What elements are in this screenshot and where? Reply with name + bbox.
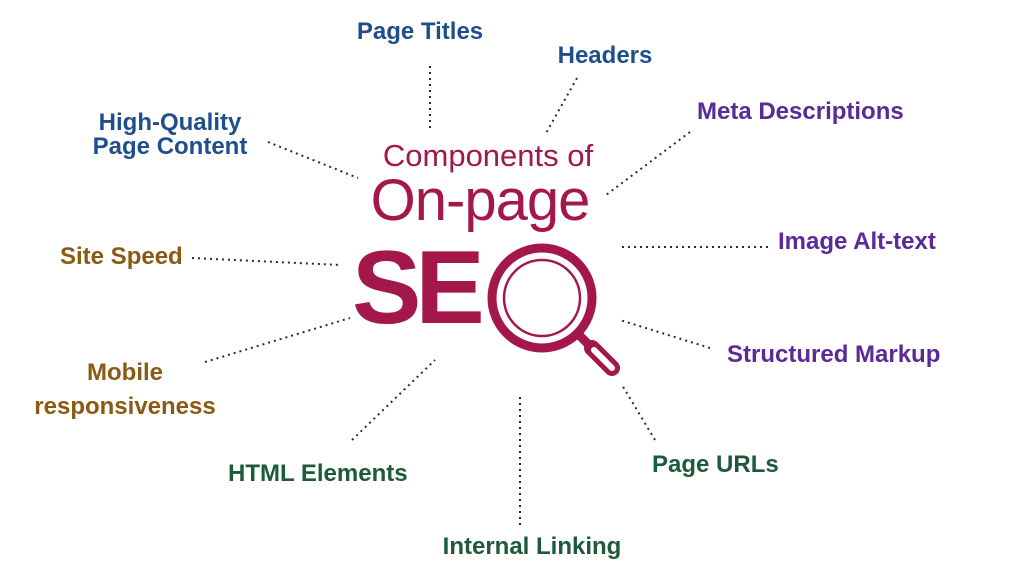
connector-structured-markup [619, 319, 711, 349]
magnifier-handle-highlight [591, 347, 615, 371]
node-headers: Headers [550, 44, 660, 68]
title-seo-letters: SE [352, 230, 485, 346]
node-page-urls: Page URLs [652, 453, 779, 477]
connector-high-quality-content [267, 141, 359, 179]
title-components-of: Components of [382, 138, 594, 173]
node-site-speed: Site Speed [60, 245, 183, 269]
connector-html-elements [351, 359, 436, 441]
magnifier-outer-ring [487, 243, 597, 353]
node-structured-markup: Structured Markup [727, 343, 940, 367]
node-page-urls-label: Page URLs [652, 451, 779, 478]
node-html-elements-label: HTML Elements [228, 460, 408, 487]
node-internal-linking: Internal Linking [432, 535, 632, 559]
node-site-speed-label: Site Speed [60, 243, 183, 270]
connector-meta-descriptions [605, 131, 691, 196]
node-meta-descriptions-label: Meta Descriptions [697, 98, 904, 125]
node-mobile-responsiveness-line1: Mobile [87, 359, 163, 386]
connector-site-speed [191, 257, 341, 266]
title-on-page: On-page [370, 168, 591, 233]
connector-lines [191, 66, 768, 525]
node-high-quality-content-line2: Page Content [92, 133, 248, 160]
magnifier-inner-ring [502, 258, 582, 338]
magnifying-glass-icon [487, 243, 620, 376]
node-internal-linking-label: Internal Linking [442, 533, 622, 560]
node-page-titles: Page Titles [350, 20, 490, 44]
connector-headers [544, 77, 578, 136]
node-image-alt-text-label: Image Alt-text [778, 228, 936, 255]
node-headers-label: Headers [557, 42, 653, 69]
connector-page-urls [621, 384, 656, 441]
node-html-elements: HTML Elements [228, 462, 408, 486]
connector-mobile-responsiveness [204, 317, 351, 363]
node-page-titles-label: Page Titles [356, 18, 484, 45]
node-high-quality-content: High-Quality Page Content [80, 111, 260, 159]
node-mobile-responsiveness-line2: responsiveness [34, 393, 216, 420]
node-structured-markup-label: Structured Markup [727, 341, 941, 368]
node-mobile-responsiveness: Mobile responsiveness [25, 356, 225, 424]
node-image-alt-text: Image Alt-text [778, 230, 936, 254]
node-meta-descriptions: Meta Descriptions [697, 100, 904, 124]
node-high-quality-content-line1: High-Quality [98, 109, 242, 136]
